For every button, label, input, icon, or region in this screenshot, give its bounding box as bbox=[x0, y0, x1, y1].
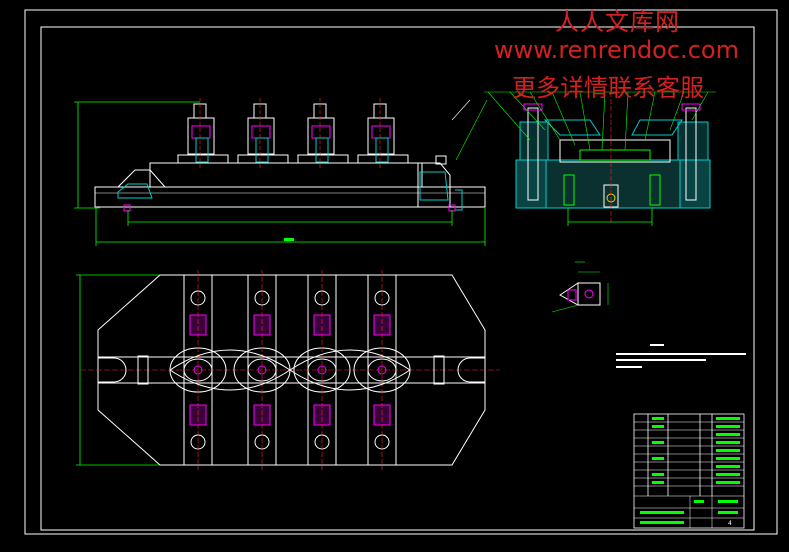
inner-frame bbox=[40, 26, 755, 531]
watermark-brand: 人人文库网 bbox=[555, 8, 680, 36]
technical-notes bbox=[616, 344, 746, 368]
front-clamp-2 bbox=[237, 98, 289, 170]
front-right-stop bbox=[435, 155, 447, 165]
front-clamp-4 bbox=[357, 98, 409, 170]
front-body bbox=[149, 162, 423, 188]
outer-border bbox=[24, 9, 778, 535]
front-clamp-1 bbox=[177, 98, 229, 170]
plan-view bbox=[76, 274, 500, 466]
watermark-url[interactable]: www.renrendoc.com bbox=[494, 36, 739, 64]
front-clamp-assemblies bbox=[177, 98, 409, 170]
front-base-plate bbox=[94, 186, 486, 208]
sheet-number: 4 bbox=[728, 520, 732, 527]
detail-view bbox=[551, 261, 609, 313]
plan-clamp-columns bbox=[169, 270, 411, 470]
plan-clamp-3 bbox=[293, 270, 351, 470]
front-view bbox=[74, 99, 488, 246]
watermark-contact: 更多详情联系客服 bbox=[512, 74, 704, 102]
plan-clamp-1 bbox=[169, 270, 227, 470]
front-clamp-3 bbox=[297, 98, 349, 170]
title-block bbox=[633, 413, 745, 529]
front-view-width-dimension bbox=[95, 207, 486, 246]
side-section-view bbox=[484, 91, 716, 226]
